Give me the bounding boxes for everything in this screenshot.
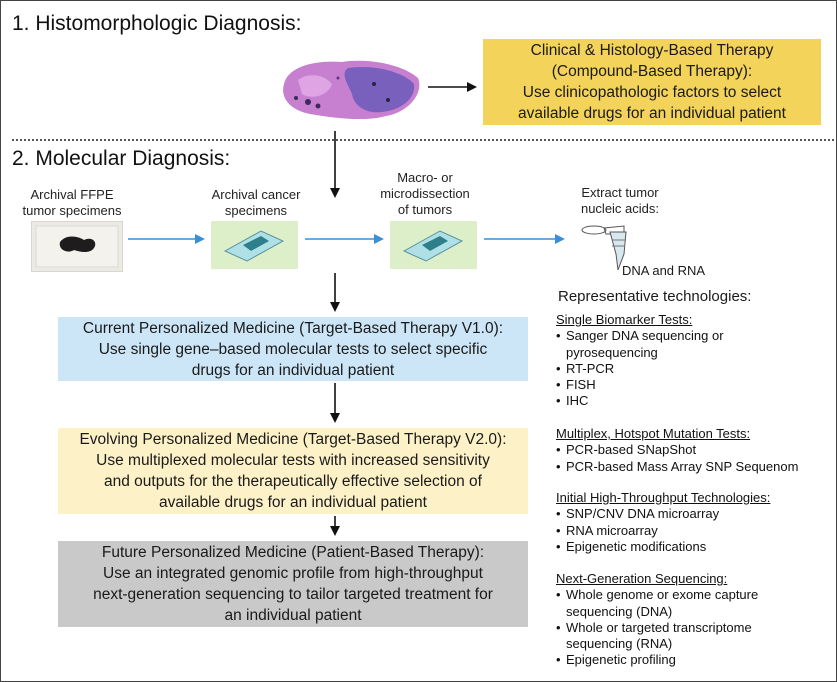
- future-personalized-medicine-box: Future Personalized Medicine (Patient-Ba…: [58, 541, 528, 627]
- section-divider: [12, 139, 834, 141]
- tech-item: RT-PCR: [556, 361, 724, 378]
- dna-rna-label: DNA and RNA: [622, 263, 706, 278]
- current-personalized-medicine-box-line-3: drugs for an individual patient: [191, 361, 395, 379]
- archival-specimens-caption-line-1: Archival cancer: [211, 187, 301, 202]
- archival-specimens-caption-line-2: specimens: [224, 203, 288, 218]
- microdissection-slide-image: [390, 221, 477, 269]
- clinical-box-line-1: Clinical & Histology-Based Therapy: [530, 42, 774, 59]
- tech-group-4: Next-Generation Sequencing:Whole genome …: [556, 571, 758, 669]
- tech-group-heading: Initial High-Throughput Technologies:: [556, 490, 771, 505]
- future-personalized-medicine-box-line-2: Use an integrated genomic profile from h…: [103, 565, 483, 582]
- ffpe-block-image: [31, 221, 123, 272]
- tissue-histology-image: [278, 54, 424, 122]
- future-personalized-medicine-box-line-3: next-generation sequencing to tailor tar…: [93, 586, 493, 603]
- future-personalized-medicine-box-line-1: Future Personalized Medicine (Patient-Ba…: [101, 544, 485, 561]
- clinical-box-line-2: (Compound-Based Therapy):: [551, 63, 753, 80]
- tech-item: IHC: [556, 393, 724, 410]
- tech-item: FISH: [556, 377, 724, 394]
- future-personalized-medicine-box-line-4: an individual patient: [224, 607, 362, 624]
- clinical-box-line-4: available drugs for an individual patien…: [518, 105, 786, 122]
- tech-group-3: Initial High-Throughput Technologies:SNP…: [556, 490, 770, 555]
- tech-item: SNP/CNV DNA microarray: [556, 506, 770, 523]
- ffpe-caption-line-2: tumor specimens: [22, 203, 122, 218]
- nucleic-acid-tube-icon: [580, 214, 640, 276]
- microdissection-caption-line-3: of tumors: [397, 202, 453, 217]
- technologies-title: Representative technologies:: [558, 288, 752, 305]
- tech-item: PCR-based Mass Array SNP Sequenom: [556, 459, 798, 476]
- evolving-personalized-medicine-box-line-1: Evolving Personalized Medicine (Target-B…: [79, 431, 507, 448]
- section1-title: 1. Histomorphologic Diagnosis:: [12, 12, 302, 35]
- current-personalized-medicine-box-line-1: Current Personalized Medicine (Target-Ba…: [82, 319, 504, 337]
- tech-group-heading: Next-Generation Sequencing:: [556, 571, 728, 586]
- microdissection-caption-line-1: Macro- or: [397, 170, 453, 185]
- evolving-personalized-medicine-box: Evolving Personalized Medicine (Target-B…: [58, 428, 528, 514]
- tech-item: Whole or targeted transcriptomesequencin…: [556, 620, 758, 653]
- tech-group-2: Multiplex, Hotspot Mutation Tests:PCR-ba…: [556, 426, 798, 475]
- extract-nucleic-acids-caption-line-2: nucleic acids:: [580, 201, 660, 216]
- clinical-box-line-3: Use clinicopathologic factors to select: [522, 84, 782, 101]
- tech-group-1: Single Biomarker Tests:Sanger DNA sequen…: [556, 312, 724, 410]
- evolving-personalized-medicine-box-line-4: available drugs for an individual patien…: [159, 494, 427, 511]
- section2-title: 2. Molecular Diagnosis:: [12, 147, 231, 170]
- tech-item: Epigenetic modifications: [556, 539, 770, 556]
- clinical-histology-therapy-box: Clinical & Histology-Based Therapy (Compo…: [483, 39, 821, 125]
- tech-item: PCR-based SNapShot: [556, 442, 798, 459]
- ffpe-caption-line-1: Archival FFPE: [30, 187, 114, 202]
- tech-item: Whole genome or exome capturesequencing …: [556, 587, 758, 620]
- tech-group-heading: Single Biomarker Tests:: [556, 312, 693, 327]
- evolving-personalized-medicine-box-line-2: Use multiplexed molecular tests with inc…: [96, 452, 490, 469]
- archival-specimen-slide-image: [211, 221, 298, 269]
- tech-group-heading: Multiplex, Hotspot Mutation Tests:: [556, 426, 751, 441]
- microdissection-caption-line-2: microdissection: [380, 186, 470, 201]
- tech-item: RNA microarray: [556, 523, 770, 540]
- tech-item: Epigenetic profiling: [556, 652, 758, 669]
- extract-nucleic-acids-caption-line-1: Extract tumor: [581, 185, 659, 200]
- current-personalized-medicine-box-line-2: Use single gene–based molecular tests to…: [98, 340, 488, 358]
- evolving-personalized-medicine-box-line-3: and outputs for the therapeutically effe…: [104, 473, 482, 490]
- current-personalized-medicine-box: Current Personalized Medicine (Target-Ba…: [58, 317, 528, 381]
